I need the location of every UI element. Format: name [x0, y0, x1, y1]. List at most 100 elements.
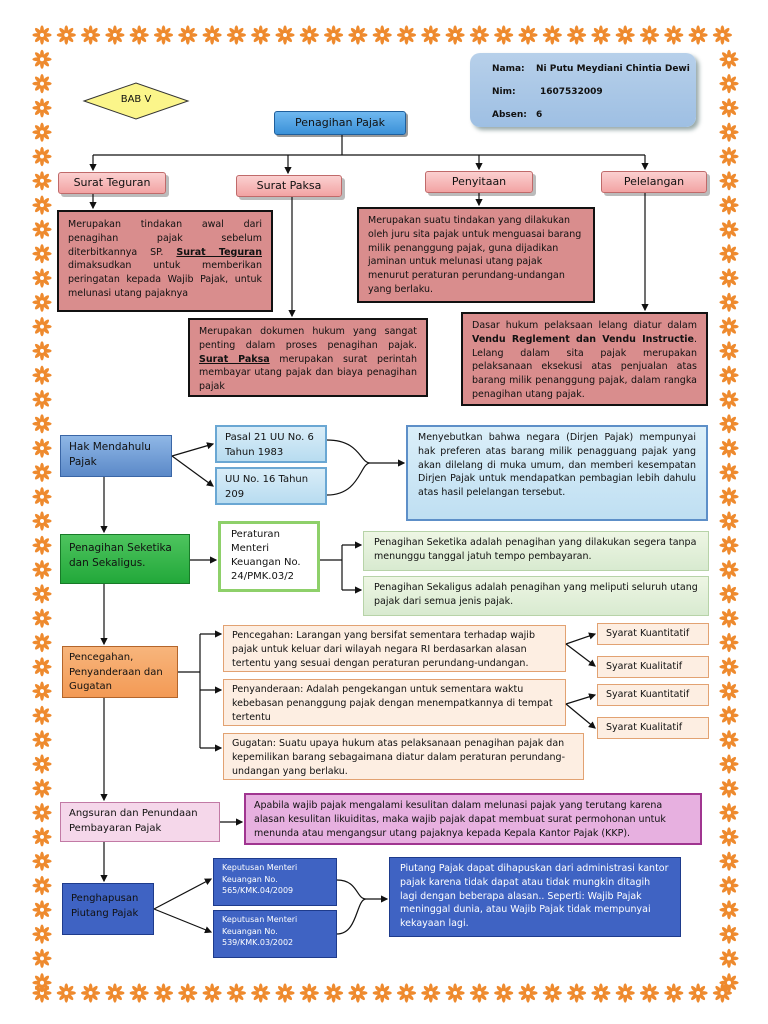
orange-flower-icon — [719, 438, 739, 458]
orange-flower-icon — [719, 900, 739, 920]
orange-flower-icon — [32, 389, 52, 410]
chapter-diamond — [82, 82, 190, 120]
orange-flower-icon — [178, 983, 198, 1003]
orange-flower-icon — [251, 25, 271, 45]
surat-paksa-description: Merupakan dokumen hukum yang sangat pent… — [188, 318, 428, 397]
orange-flower-icon — [542, 25, 562, 45]
nama-label: Nama: — [492, 64, 525, 74]
hak-ref-uu16: UU No. 16 Tahun 209 — [215, 467, 327, 505]
orange-flower-icon — [32, 365, 52, 385]
orange-flower-icon — [178, 25, 198, 45]
orange-flower-icon — [56, 25, 76, 45]
orange-flower-icon — [719, 171, 739, 191]
orange-flower-icon — [719, 730, 739, 750]
orange-flower-icon — [275, 25, 295, 45]
orange-flower-icon — [591, 983, 611, 1003]
angsuran-node: Angsuran dan Penundaan Pembayaran Pajak — [60, 802, 220, 842]
orange-flower-icon — [719, 341, 739, 361]
orange-flower-icon — [32, 414, 52, 434]
orange-flower-icon — [719, 462, 739, 483]
orange-flower-icon — [719, 584, 739, 604]
orange-flower-icon — [32, 705, 52, 726]
orange-flower-icon — [299, 25, 319, 45]
orange-flower-icon — [719, 122, 739, 142]
orange-flower-icon — [32, 146, 52, 167]
nim-value: 1607532009 — [540, 87, 603, 97]
orange-flower-icon — [32, 584, 52, 604]
orange-flower-icon — [688, 25, 708, 45]
hak-description: Menyebutkan bahwa negara (Dirjen Pajak) … — [406, 425, 708, 521]
orange-flower-icon — [32, 875, 52, 896]
orange-flower-icon — [202, 25, 222, 45]
orange-flower-icon — [32, 559, 52, 580]
orange-flower-icon — [32, 900, 52, 920]
orange-flower-icon — [81, 25, 101, 45]
orange-flower-icon — [32, 341, 52, 361]
orange-flower-icon — [719, 73, 739, 94]
orange-flower-icon — [719, 316, 739, 337]
orange-flower-icon — [32, 632, 52, 653]
pencegahan-node: Pencegahan, Penyanderaan dan Gugatan — [62, 646, 178, 698]
orange-flower-icon — [32, 511, 52, 531]
orange-flower-icon — [719, 511, 739, 531]
orange-flower-icon — [32, 681, 52, 701]
orange-flower-icon — [105, 25, 125, 45]
orange-flower-icon — [719, 414, 739, 434]
orange-flower-icon — [32, 122, 52, 142]
orange-flower-icon — [32, 608, 52, 628]
syarat-kualitatif-2: Syarat Kualitatif — [597, 717, 709, 739]
orange-flower-icon — [688, 983, 708, 1003]
orange-flower-icon — [719, 389, 739, 410]
orange-flower-icon — [348, 983, 368, 1003]
orange-flower-icon — [421, 983, 441, 1003]
penagihan-seketika-description: Penagihan Seketika adalah penagihan yang… — [363, 531, 709, 571]
orange-flower-icon — [32, 487, 52, 507]
orange-flower-icon — [719, 292, 739, 312]
orange-flower-icon — [372, 983, 392, 1003]
orange-flower-icon — [202, 983, 222, 1003]
orange-flower-icon — [251, 983, 271, 1003]
orange-flower-icon — [719, 146, 739, 167]
orange-flower-icon — [81, 983, 101, 1003]
orange-flower-icon — [32, 219, 52, 239]
student-info-card: Nama: Ni Putu Meydiani Chintia Dewi Nim:… — [470, 53, 696, 127]
hak-ref-pasal21: Pasal 21 UU No. 6 Tahun 1983 — [215, 425, 327, 463]
orange-flower-icon — [32, 438, 52, 458]
orange-flower-icon — [153, 983, 174, 1003]
penyitaan-description: Merupakan suatu tindakan yang dilakukan … — [357, 207, 595, 303]
orange-flower-icon — [566, 983, 587, 1003]
orange-flower-icon — [32, 462, 52, 482]
orange-flower-icon — [591, 25, 611, 45]
orange-flower-icon — [56, 983, 76, 1003]
orange-flower-icon — [275, 983, 295, 1003]
hapus-ref-kmk-565: Keputusan Menteri Keuangan No. 565/KMK.0… — [213, 858, 337, 906]
orange-flower-icon — [719, 195, 739, 215]
orange-flower-icon — [712, 983, 733, 1003]
orange-flower-icon — [615, 983, 635, 1003]
orange-flower-icon — [372, 25, 392, 45]
orange-flower-icon — [639, 983, 660, 1003]
orange-flower-icon — [719, 705, 739, 726]
orange-flower-icon — [32, 778, 52, 798]
orange-flower-icon — [445, 25, 465, 45]
orange-flower-icon — [129, 25, 149, 45]
orange-flower-icon — [32, 948, 52, 969]
surat-teguran-node: Surat Teguran — [58, 172, 166, 194]
orange-flower-icon — [719, 924, 739, 944]
orange-flower-icon — [664, 983, 684, 1003]
orange-flower-icon — [719, 365, 739, 385]
chapter-label: BAB V — [120, 94, 152, 105]
orange-flower-icon — [153, 25, 174, 45]
pelelangan-node: Pelelangan — [601, 171, 707, 193]
orange-flower-icon — [639, 25, 660, 45]
orange-flower-icon — [719, 632, 739, 653]
orange-flower-icon — [32, 171, 52, 191]
penghapusan-description: Piutang Pajak dapat dihapuskan dari admi… — [389, 857, 681, 937]
orange-flower-icon — [32, 73, 52, 94]
surat-paksa-node: Surat Paksa — [236, 175, 342, 197]
syarat-kuantitatif-1: Syarat Kuantitatif — [597, 623, 709, 645]
orange-flower-icon — [719, 98, 739, 118]
orange-flower-icon — [719, 49, 739, 69]
orange-flower-icon — [445, 983, 465, 1003]
orange-flower-icon — [518, 983, 538, 1003]
